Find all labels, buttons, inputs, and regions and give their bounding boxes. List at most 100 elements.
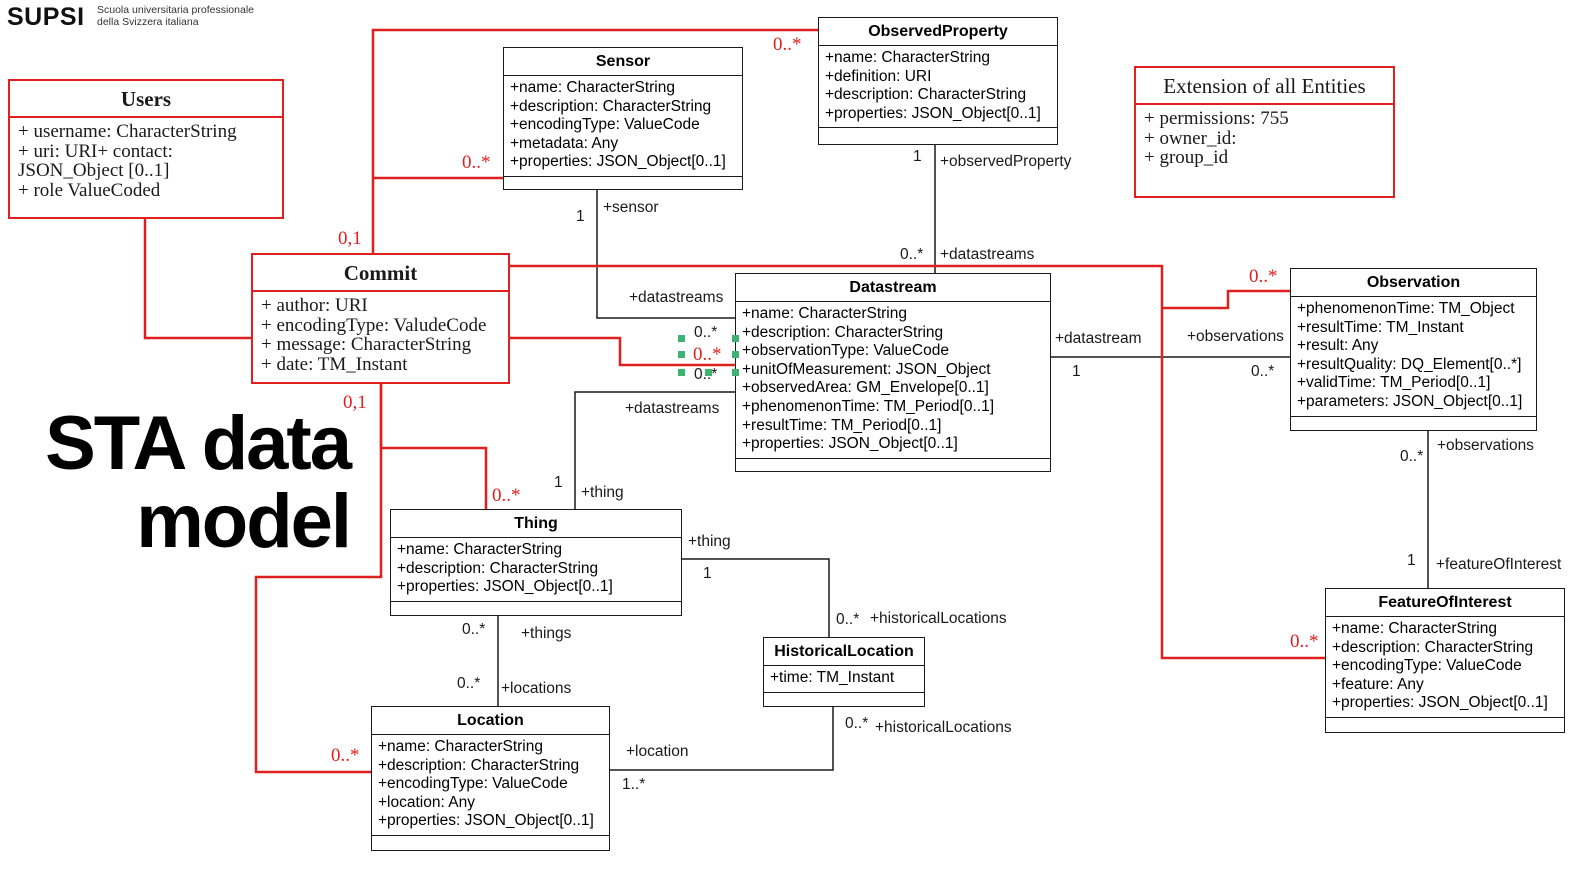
attribute: +description: CharacterString xyxy=(742,323,944,341)
attribute: +result: Any xyxy=(1297,337,1379,355)
attribute: +description: CharacterString xyxy=(825,86,1027,104)
class-attributes: +phenomenonTime: TM_Object +resultTime: … xyxy=(1291,297,1536,417)
multiplicity-label: 0..* xyxy=(836,611,860,628)
class-title: ObservedProperty xyxy=(819,18,1057,46)
commit-multiplicity-label: 0..* xyxy=(331,745,360,766)
class-location: Location +name: CharacterString +descrip… xyxy=(371,706,610,851)
multiplicity-label: 0..* xyxy=(694,324,718,341)
attribute: +description: CharacterString xyxy=(1332,638,1534,656)
selection-handle[interactable] xyxy=(705,369,712,376)
attribute: +resultTime: TM_Period[0..1] xyxy=(742,416,942,434)
multiplicity-label: 0..* xyxy=(457,675,481,692)
selection-handle[interactable] xyxy=(732,351,739,358)
attribute: +validTime: TM_Period[0..1] xyxy=(1297,374,1491,392)
role-label: +observedProperty xyxy=(940,153,1072,170)
class-attributes: +name: CharacterString +description: Cha… xyxy=(504,76,742,177)
page-title-line1: STA data xyxy=(45,401,352,486)
attribute: +definition: URI xyxy=(825,67,932,85)
attribute: +name: CharacterString xyxy=(397,541,562,558)
class-title: Sensor xyxy=(504,48,742,76)
class-attributes: + author: URI + encodingType: ValudeCode… xyxy=(253,292,508,378)
attribute: + owner_id: xyxy=(1144,127,1237,149)
class-operations xyxy=(504,177,742,184)
multiplicity-label: 0..* xyxy=(900,246,924,263)
role-label: +historicalLocations xyxy=(870,610,1007,627)
selection-handle[interactable] xyxy=(732,369,739,376)
class-operations xyxy=(1291,417,1536,424)
class-title: FeatureOfInterest xyxy=(1326,589,1564,617)
attribute: + role ValueCoded xyxy=(18,179,161,201)
attribute: +properties: JSON_Object[0..1] xyxy=(1332,694,1548,712)
role-label: +things xyxy=(521,625,572,642)
thing-datastream-association xyxy=(574,391,735,511)
logo-wordmark: SUPSI xyxy=(7,3,85,31)
attribute: + permissions: 755 xyxy=(1144,108,1289,129)
attribute: +time: TM_Instant xyxy=(770,669,895,686)
attribute: + username: CharacterString xyxy=(18,121,237,142)
thing-historicallocation-association xyxy=(682,558,830,637)
class-attributes: +name: CharacterString +description: Cha… xyxy=(736,302,1050,459)
commit-location-link xyxy=(254,384,383,774)
class-operations xyxy=(391,602,681,609)
role-label: +featureOfInterest xyxy=(1436,556,1562,573)
class-operations xyxy=(1326,718,1564,725)
role-label: +sensor xyxy=(603,199,659,216)
class-title: Observation xyxy=(1291,269,1536,297)
class-title: HistoricalLocation xyxy=(764,638,924,666)
commit-multiplicity-label: 0,1 xyxy=(338,228,362,249)
class-observedproperty: ObservedProperty +name: CharacterString … xyxy=(818,17,1058,145)
sensor-datastream-association xyxy=(596,190,735,319)
attribute: + group_id xyxy=(1144,147,1229,168)
class-title: Extension of all Entities xyxy=(1136,68,1393,105)
commit-multiplicity-label: 0..* xyxy=(1290,631,1319,652)
attribute: +description: CharacterString xyxy=(378,756,580,774)
class-extension-of-all-entities: Extension of all Entities + permissions:… xyxy=(1134,66,1395,198)
class-attributes: +time: TM_Instant xyxy=(764,666,924,693)
selection-handle[interactable] xyxy=(678,369,685,376)
attribute: +encodingType: ValueCode xyxy=(510,116,700,134)
commit-datastream-link xyxy=(510,336,735,367)
class-title: Datastream xyxy=(736,274,1050,302)
role-label: +observations xyxy=(1187,328,1284,345)
class-thing: Thing +name: CharacterString +descriptio… xyxy=(390,509,682,616)
attribute: JSON_Object [0..1] xyxy=(18,160,170,181)
commit-observedproperty-link xyxy=(371,28,818,255)
location-historicallocation-association xyxy=(609,707,834,771)
selection-handle[interactable] xyxy=(678,335,685,342)
multiplicity-label: 1 xyxy=(703,565,712,582)
class-attributes: +name: CharacterString +description: Cha… xyxy=(372,735,609,836)
commit-multiplicity-label: 0..* xyxy=(1249,266,1278,287)
attribute: +name: CharacterString xyxy=(510,79,675,96)
selection-handle[interactable] xyxy=(732,335,739,342)
class-title: Location xyxy=(372,707,609,735)
commit-multiplicity-label: 0..* xyxy=(773,34,802,55)
role-label: +datastreams xyxy=(629,289,724,306)
class-title: Commit xyxy=(253,255,508,292)
attribute: +description: CharacterString xyxy=(510,97,712,115)
commit-multiplicity-label: 0..* xyxy=(492,485,521,506)
selection-handle[interactable] xyxy=(678,351,685,358)
class-observation: Observation +phenomenonTime: TM_Object +… xyxy=(1290,268,1537,431)
class-attributes: +name: CharacterString +definition: URI … xyxy=(819,46,1057,129)
attribute: + message: CharacterString xyxy=(261,334,472,355)
attribute: +resultTime: TM_Instant xyxy=(1297,318,1464,336)
role-label: +locations xyxy=(501,680,572,697)
class-attributes: +name: CharacterString +description: Cha… xyxy=(391,538,681,602)
attribute: +resultQuality: DQ_Element[0..*] xyxy=(1297,355,1522,373)
attribute: +encodingType: ValueCode xyxy=(378,775,568,793)
class-users: Users + username: CharacterString + uri:… xyxy=(8,79,284,219)
role-label: +datastream xyxy=(1055,330,1142,347)
role-label: +thing xyxy=(688,533,731,550)
attribute: +properties: JSON_Object[0..1] xyxy=(825,104,1041,122)
class-featureofinterest: FeatureOfInterest +name: CharacterString… xyxy=(1325,588,1565,733)
supsi-logo: SUPSI Scuola universitaria professionale… xyxy=(7,3,254,32)
attribute: +metadata: Any xyxy=(510,134,619,152)
commit-feature-observation-link xyxy=(510,264,1325,660)
attribute: +name: CharacterString xyxy=(742,305,907,322)
attribute: +properties: JSON_Object[0..1] xyxy=(397,578,613,596)
class-operations xyxy=(764,693,924,700)
attribute: +feature: Any xyxy=(1332,675,1424,693)
commit-multiplicity-label: 0,1 xyxy=(343,392,367,413)
class-title: Users xyxy=(10,81,282,118)
